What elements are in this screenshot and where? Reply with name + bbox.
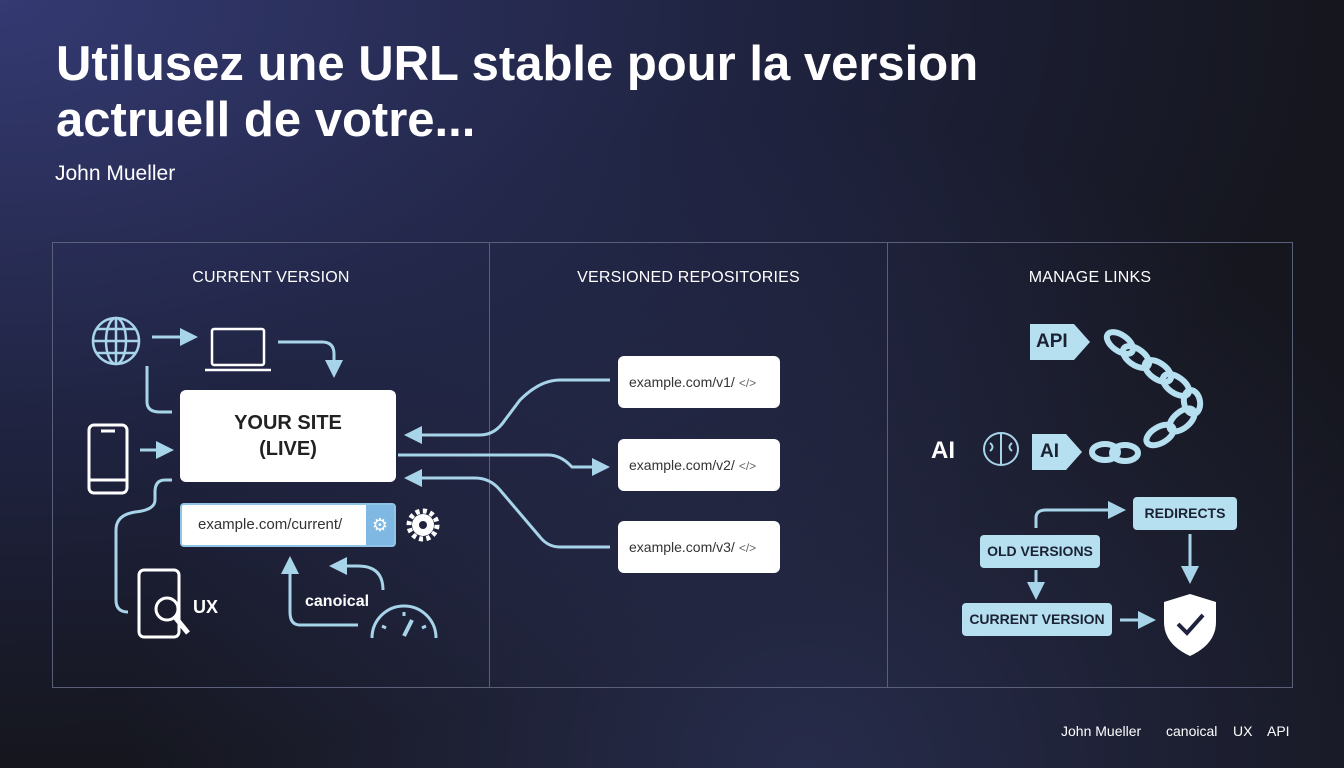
arrow-site-v2 (398, 453, 610, 476)
gear-icon (406, 508, 440, 542)
panel-title: MANAGE LINKS (1028, 269, 1152, 286)
redirects-box: REDIRECTS (1133, 497, 1237, 530)
phone-icon (87, 423, 129, 495)
mobile-search-ux-icon (137, 568, 190, 639)
speedometer-icon (370, 604, 438, 639)
author: John Mueller (55, 162, 176, 185)
line-globe-site (145, 366, 172, 414)
ai-tag-shape (1032, 434, 1082, 470)
current-url-text: example.com/current/ (198, 516, 343, 533)
version-link-v2[interactable]: example.com/v2/</> (618, 439, 780, 491)
brain-icon (983, 432, 1019, 466)
panel-title: VERSIONED REPOSITORIES (577, 269, 800, 286)
footer-author: John Mueller (1061, 723, 1142, 739)
ai-label: AI (931, 437, 955, 464)
panel-manage-links: MANAGE LINKS (887, 242, 1293, 688)
ux-label: UX (193, 597, 219, 617)
footer-tag-ux: UX (1233, 723, 1253, 739)
url-settings-icon[interactable]: ⚙ (366, 505, 394, 545)
arrow-v3-site (404, 469, 610, 549)
version-url: example.com/v3/ (629, 539, 735, 555)
version-link-v3[interactable]: example.com/v3/</> (618, 521, 780, 573)
site-label-line2: (LIVE) (259, 438, 317, 460)
page-title: Utilusez une URL stable pour la version … (56, 37, 979, 147)
arrow-old-redirects (1034, 501, 1126, 528)
arrow-v1-site (404, 378, 610, 444)
version-link-v1[interactable]: example.com/v1/</> (618, 356, 780, 408)
arrow-laptop-site (278, 340, 343, 378)
api-tag-shape (1030, 324, 1090, 360)
old-versions-box: OLD VERSIONS (980, 535, 1100, 568)
api-tag: API (1036, 331, 1068, 352)
chain-links-icon (1089, 329, 1204, 464)
line-site-ux (114, 478, 172, 614)
code-icon: </> (738, 541, 757, 555)
globe-icon (91, 316, 141, 366)
version-url: example.com/v1/ (629, 374, 735, 390)
code-icon: </> (738, 459, 757, 473)
arrow-gauge-url (329, 557, 385, 591)
current-version-box: CURRENT VERSION (962, 603, 1112, 636)
footer-tag-canonical: canoical (1166, 723, 1218, 739)
canonical-label: canoical (305, 593, 370, 610)
your-site-live-box: YOUR SITE (LIVE) (180, 390, 396, 482)
footer-tag-api: API (1267, 723, 1290, 739)
current-url-bar[interactable]: example.com/current/ ⚙ (180, 503, 396, 547)
laptop-icon (205, 327, 271, 372)
panel-title: CURRENT VERSION (192, 269, 350, 286)
version-url: example.com/v2/ (629, 457, 735, 473)
arrow-canonical-up (281, 556, 358, 627)
ai-tag: AI (1040, 441, 1059, 462)
code-icon: </> (738, 376, 757, 390)
site-label-line1: YOUR SITE (234, 412, 342, 434)
shield-check-icon (1164, 594, 1216, 656)
